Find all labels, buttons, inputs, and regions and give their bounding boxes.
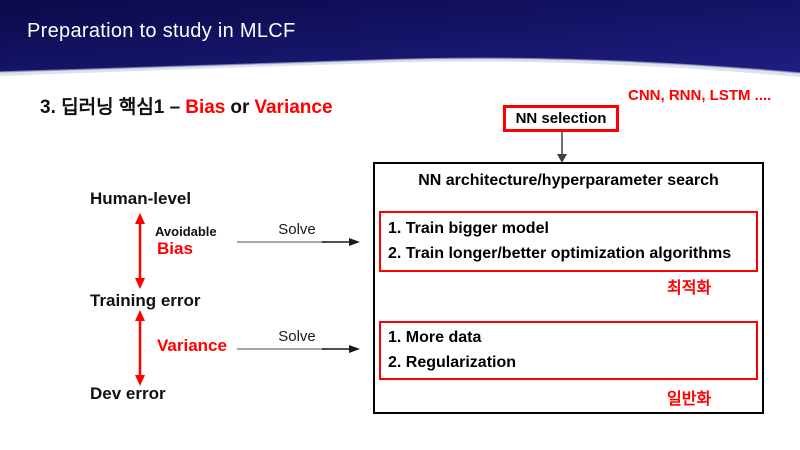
header-band: [0, 0, 800, 77]
dev-error-label: Dev error: [90, 384, 166, 403]
heading-or: or: [230, 97, 250, 118]
search-panel-title: NN architecture/hyperparameter search: [418, 172, 719, 189]
training-error-label: Training error: [90, 291, 201, 310]
bias-gap-arrow-icon: [135, 213, 145, 289]
variance-label: Variance: [157, 336, 227, 355]
generalization-box: 1. More data 2. Regularization: [379, 321, 758, 380]
generalization-item: 1. More data: [388, 329, 482, 347]
header-title: Preparation to study in MLCF: [27, 20, 296, 42]
heading-variance: Variance: [254, 97, 333, 118]
generalization-caption: 일반화: [667, 391, 712, 408]
solve-variance-label: Solve: [278, 328, 316, 345]
nn-selection-box: NN selection: [503, 105, 619, 132]
human-level-label: Human-level: [90, 189, 192, 208]
optimization-caption: 최적화: [667, 280, 712, 297]
heading-prefix: 3. 딥러닝 핵심1 –: [40, 97, 181, 118]
solve-bias-label: Solve: [278, 221, 316, 238]
solve-bias-arrow-icon: [237, 238, 360, 246]
nn-selection-label: NN selection: [515, 110, 607, 127]
optimization-item: 1. Train bigger model: [388, 220, 549, 237]
optimization-box: 1. Train bigger model 2. Train longer/be…: [379, 211, 758, 272]
nn-types-note: CNN, RNN, LSTM ....: [628, 87, 772, 104]
header-navy-shape: [0, 0, 800, 73]
search-panel: NN architecture/hyperparameter search 1.…: [373, 162, 764, 414]
avoidable-label: Avoidable: [155, 224, 217, 239]
optimization-item: 2. Train longer/better optimization algo…: [388, 245, 732, 262]
bias-label: Bias: [157, 239, 193, 258]
variance-gap-arrow-icon: [135, 310, 145, 386]
generalization-item: 2. Regularization: [388, 353, 517, 371]
heading-bias: Bias: [185, 97, 226, 118]
connector-arrow-icon: [557, 131, 567, 163]
header-accent-line: [0, 57, 800, 74]
solve-variance-arrow-icon: [237, 345, 360, 353]
